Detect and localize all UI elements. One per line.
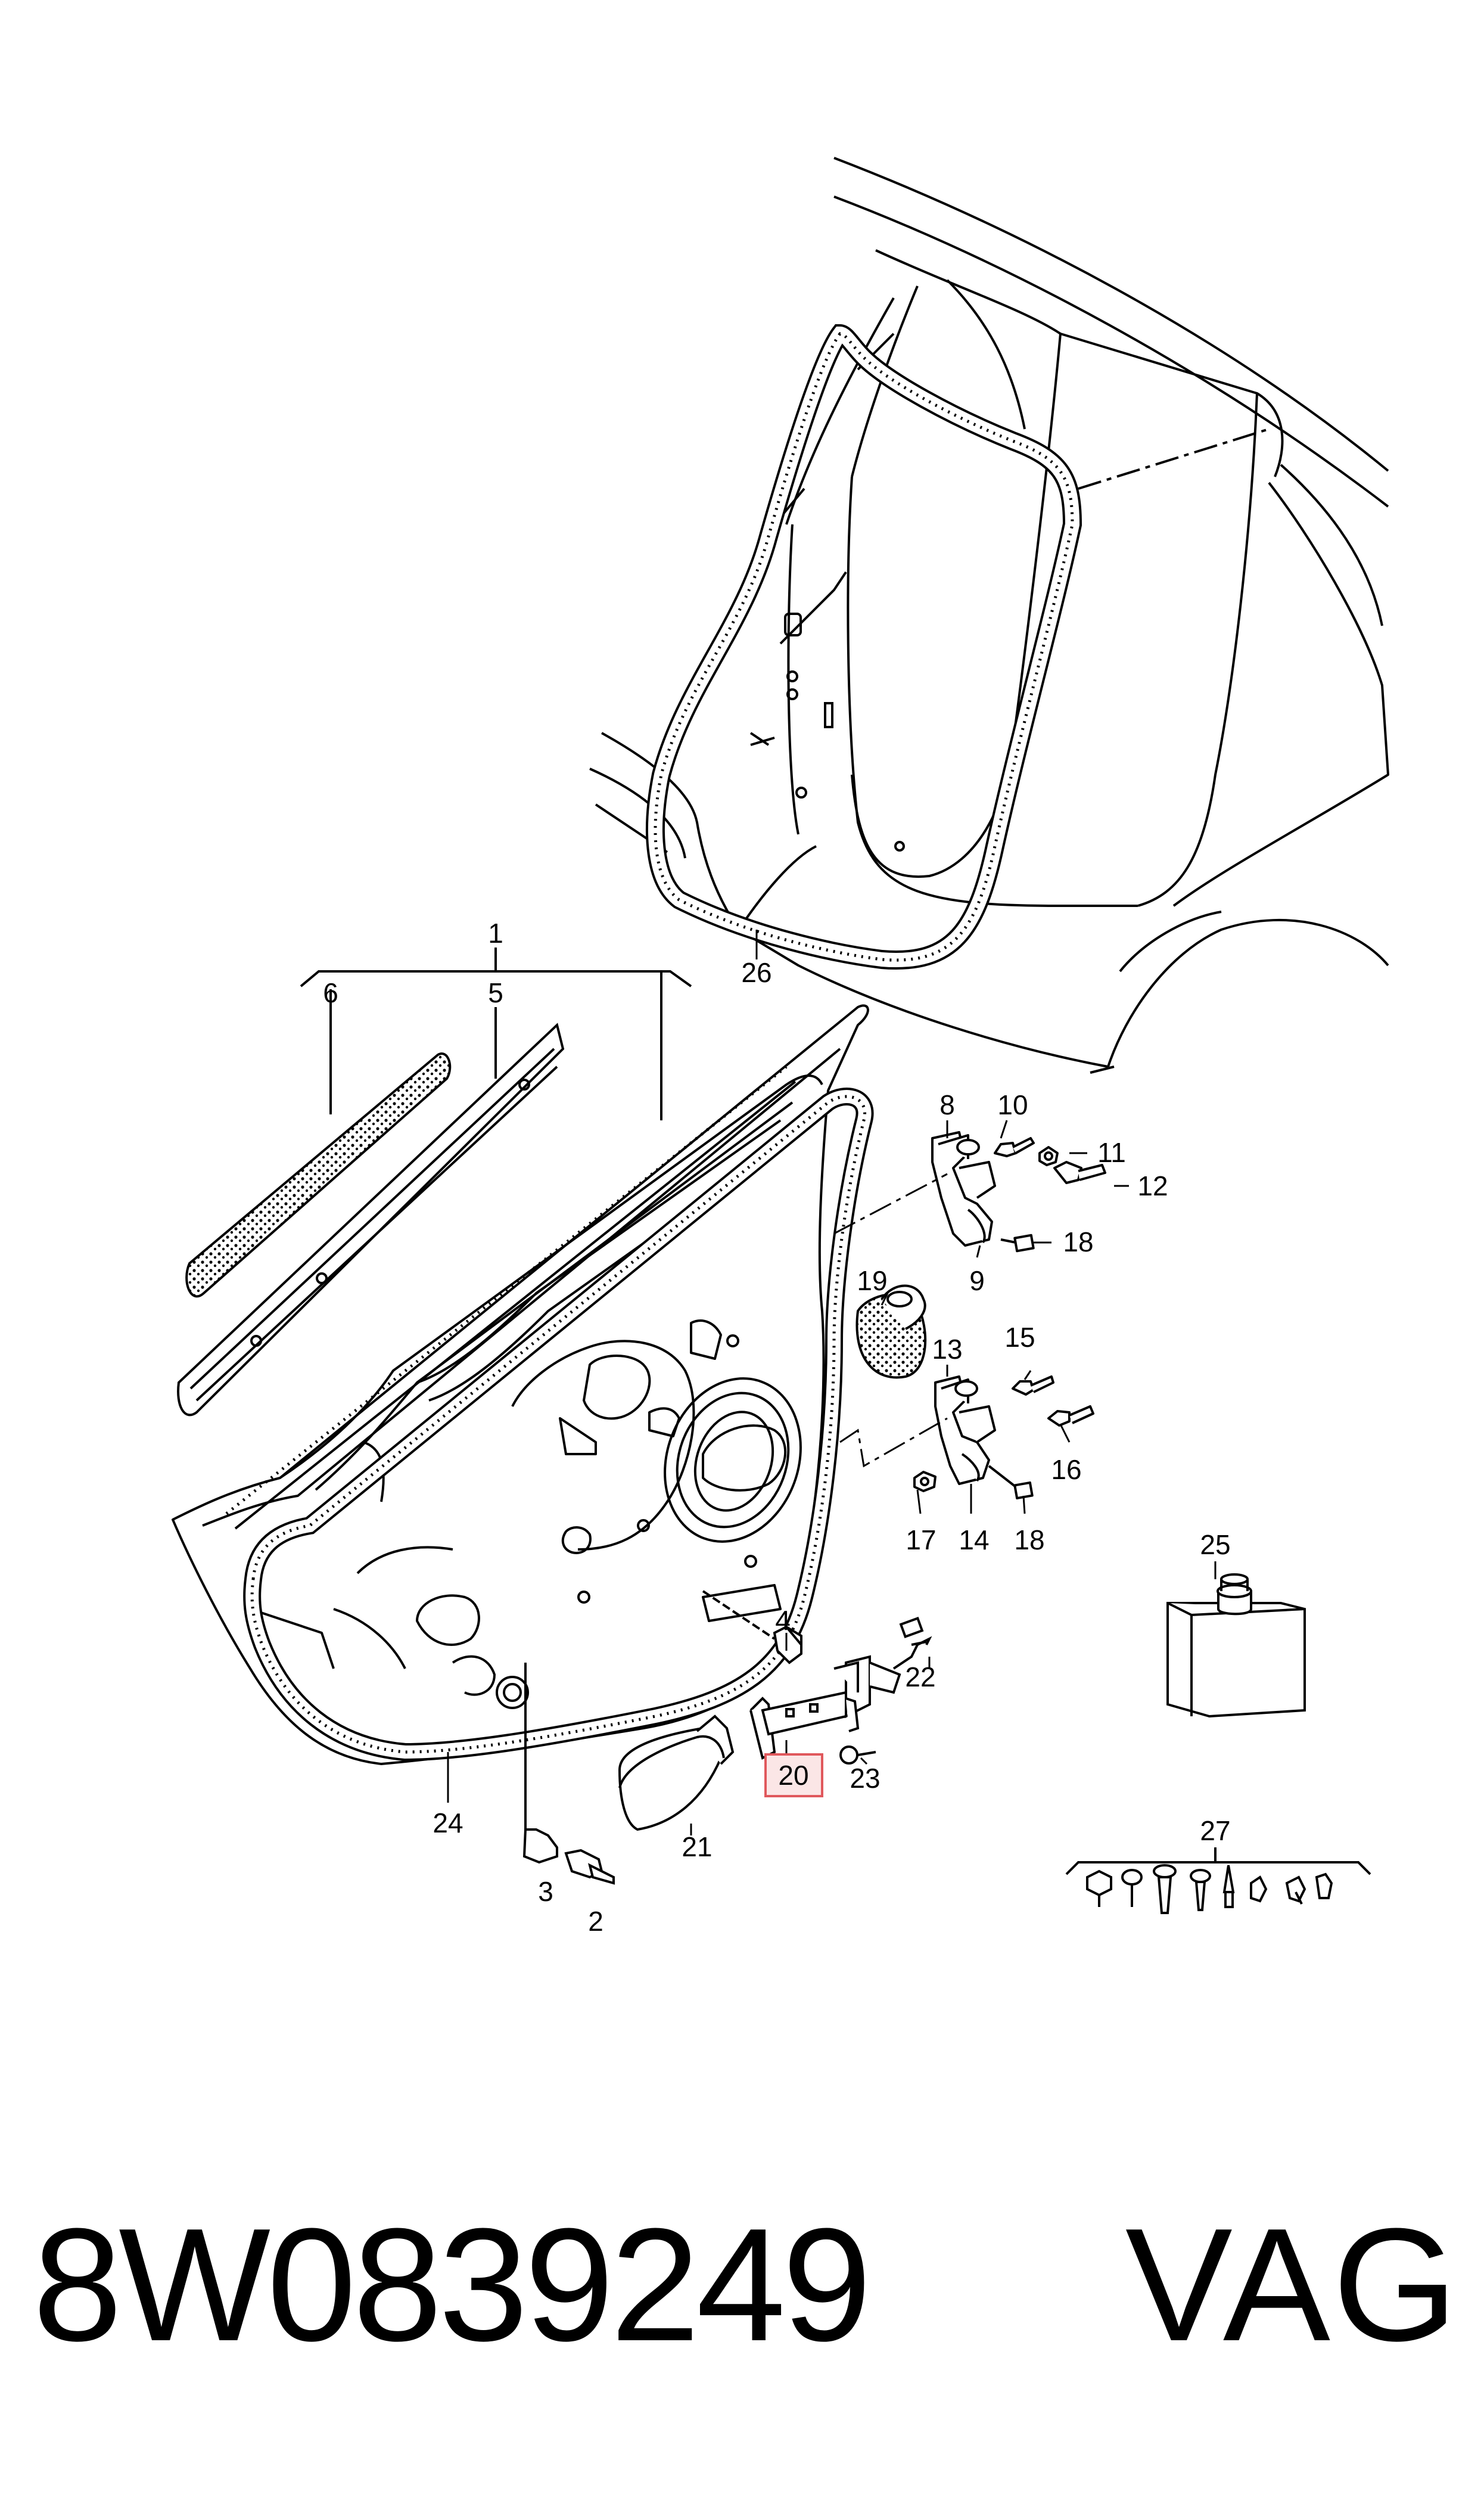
door-check-bolt-4 <box>702 1590 802 1664</box>
callout-25: 25 <box>1200 1529 1230 1560</box>
callout-5: 5 <box>488 977 503 1008</box>
callout-10: 10 <box>997 1089 1028 1120</box>
callout-4: 4 <box>775 1605 791 1636</box>
part-number-label: 8W0839249 <box>33 2195 872 2375</box>
callout-11: 11 <box>1097 1137 1126 1168</box>
grommet-19 <box>855 1284 927 1379</box>
callout-18-lower: 18 <box>1014 1524 1044 1555</box>
callout-3: 3 <box>538 1876 553 1907</box>
callout-1: 1 <box>488 918 503 949</box>
callout-leader-lines <box>329 930 1217 1835</box>
door-seal <box>225 1066 874 1762</box>
callout-17: 17 <box>906 1524 936 1555</box>
callout-20: 20 <box>778 1760 808 1791</box>
callout-23: 23 <box>850 1763 880 1794</box>
body-mounting-details <box>749 428 1270 852</box>
callout-8: 8 <box>939 1089 955 1120</box>
brand-label: VAG <box>1125 2195 1460 2375</box>
group-bracket-1 <box>300 948 692 1120</box>
vehicle-body-side <box>589 157 1389 1074</box>
door-frame-seal <box>646 324 1082 970</box>
fastener-screw-2 <box>1153 1864 1177 1914</box>
window-guide-channel <box>177 1023 565 1417</box>
callout-numbers: 1 2 3 4 5 6 8 9 10 11 12 13 14 15 16 17 … <box>323 918 1230 1937</box>
upper-hinge <box>931 1131 1106 1253</box>
callout-2: 2 <box>588 1906 603 1937</box>
callout-22: 22 <box>905 1661 935 1692</box>
callout-9: 9 <box>969 1265 985 1296</box>
callout-19: 19 <box>857 1265 887 1296</box>
fastener-rivet <box>1222 1865 1235 1908</box>
door-check-strap <box>618 1616 932 1831</box>
lower-hinge <box>913 1375 1094 1500</box>
callout-18-upper: 18 <box>1063 1226 1093 1257</box>
highlight-box-20 <box>764 1753 823 1797</box>
callout-6: 6 <box>323 977 338 1008</box>
fastener-screw-1 <box>1121 1869 1143 1907</box>
callout-13: 13 <box>932 1334 962 1365</box>
fastener-clip-3 <box>1315 1872 1333 1899</box>
door-bolt-and-sleeve <box>522 1663 615 1885</box>
hinge-alignment-lines <box>833 1173 948 1468</box>
door-shell <box>172 1004 869 1765</box>
callout-12: 12 <box>1137 1170 1168 1201</box>
fastener-clip-2 <box>1285 1875 1306 1905</box>
callout-15: 15 <box>1004 1322 1035 1353</box>
fastener-clip-1 <box>1250 1875 1268 1903</box>
callout-27: 27 <box>1200 1815 1230 1846</box>
adhesive-bottle <box>1166 1573 1306 1718</box>
window-trim-strip <box>185 1052 452 1298</box>
callout-26: 26 <box>741 957 771 988</box>
callout-21: 21 <box>682 1831 712 1862</box>
door-check-cover <box>618 1735 725 1788</box>
fastener-set <box>1065 1847 1371 1914</box>
callout-16: 16 <box>1051 1454 1081 1485</box>
callout-24: 24 <box>433 1807 463 1838</box>
fastener-screw-3 <box>1190 1869 1211 1911</box>
callout-14: 14 <box>959 1524 989 1555</box>
fastener-bolt-1 <box>1086 1869 1112 1907</box>
